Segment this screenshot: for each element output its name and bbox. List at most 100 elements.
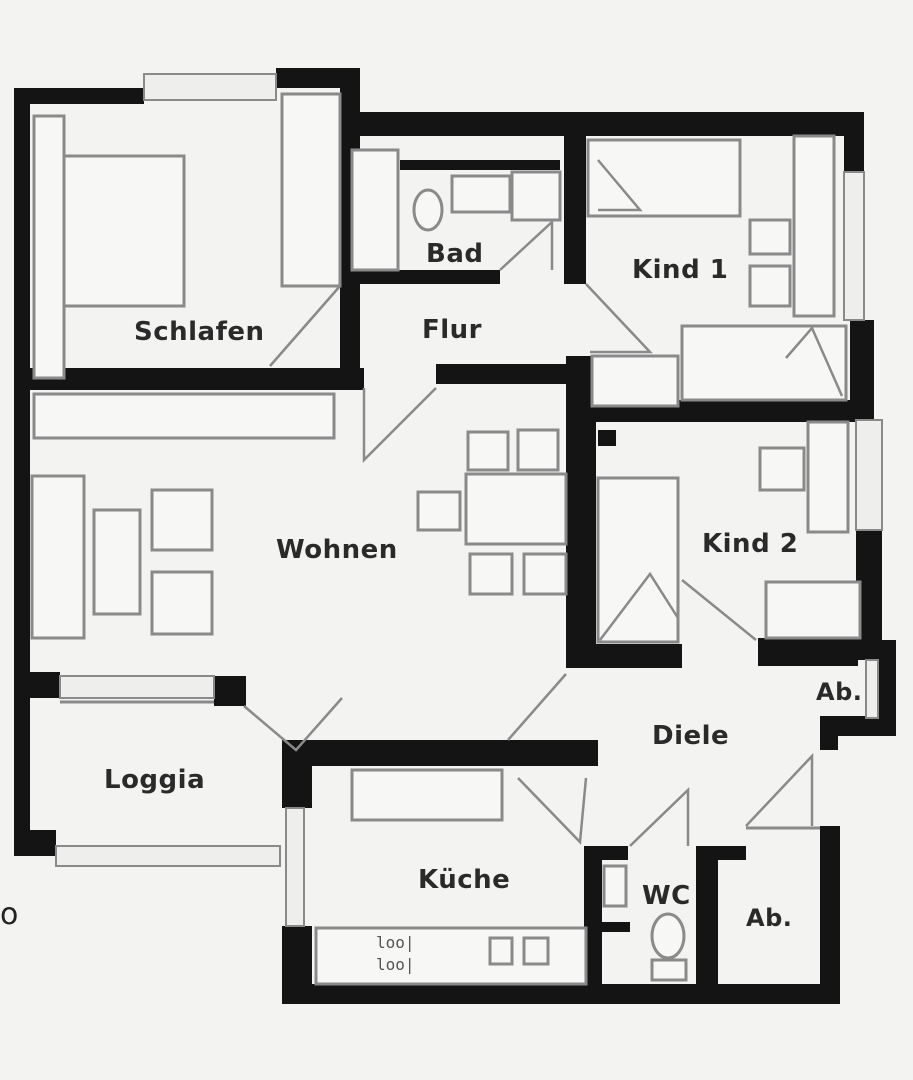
wall-wc-left [584, 846, 602, 1002]
bed-double [42, 154, 186, 308]
door-kind2-inner [599, 571, 680, 641]
door-kind1 [585, 283, 653, 354]
bathtub [350, 148, 400, 272]
wall-schlafen-wohnen [14, 368, 364, 390]
chair-kind2 [758, 446, 806, 492]
window-loggia-bottom [55, 845, 281, 867]
washer-bad [510, 170, 562, 222]
wall-schlafen-right [340, 68, 360, 388]
wall-right-top [844, 112, 864, 172]
wall-top-schlafen [276, 68, 360, 88]
room-label-ab1: Ab. [816, 678, 862, 706]
dining-chair-4 [468, 552, 514, 596]
wall-loggia-top-post [214, 676, 246, 706]
armchair-a [150, 488, 214, 552]
door-wohnen [362, 387, 437, 464]
wardrobe-kind2 [806, 420, 850, 534]
partitions [60, 700, 820, 830]
toilet-bad [412, 188, 444, 232]
dining-chair-2 [516, 428, 560, 472]
wall-left [14, 92, 30, 852]
door-wc [629, 787, 690, 847]
wall-wc-top-right [696, 846, 746, 860]
sink-bad [450, 174, 512, 214]
room-label-bad: Bad [426, 239, 483, 269]
door-kind1-bed [785, 325, 844, 397]
wall-wohnen-right [566, 356, 596, 668]
room-label-schlafen: Schlafen [134, 317, 265, 347]
wall-right-ab [876, 640, 896, 736]
wall-bottom [282, 984, 840, 1004]
wall-right-lower [820, 826, 840, 1002]
sink-kueche-b [522, 936, 550, 966]
wall-kind2-bottom-right [758, 638, 858, 666]
wall-bad-top [400, 160, 560, 170]
kitchen-counter-top [350, 768, 504, 822]
wall-kind2-stub [598, 430, 616, 446]
wall-wc-shelf [600, 922, 630, 932]
wall-top-right [340, 112, 860, 136]
window-kueche-left [285, 807, 305, 927]
coffee-table [92, 508, 142, 616]
stove-glyph-bottom: loo| [376, 955, 415, 974]
window-kind1-right [843, 171, 865, 321]
bed-kind1 [680, 324, 848, 402]
wall-top-left [14, 88, 144, 104]
stove-glyph-top: loo| [376, 933, 415, 952]
wall-kueche-top [282, 740, 598, 766]
window-loggia-top [59, 675, 215, 699]
shelf-kind1 [590, 354, 680, 408]
chair-kind1-b [748, 264, 792, 308]
room-label-wc: WC [642, 881, 691, 911]
toilet-wc [650, 912, 686, 960]
door-kind1-shelf [597, 159, 643, 212]
doors [243, 159, 844, 847]
walls [14, 68, 896, 1004]
sideboard-wohnen [32, 392, 336, 440]
wall-loggia-corner [14, 830, 56, 856]
wardrobe-kind1 [792, 134, 836, 318]
sink-wc [602, 864, 628, 908]
wall-bad-bottom [340, 270, 500, 284]
wall-ab-bottom [820, 716, 896, 736]
windows [55, 73, 883, 927]
room-label-diele: Diele [652, 721, 729, 751]
room-label-wohnen: Wohnen [276, 535, 398, 565]
wall-ab-stub [820, 716, 838, 750]
room-label-flur: Flur [422, 315, 482, 345]
wall-flur-wohnen [436, 364, 586, 384]
edge-mark: o [0, 897, 18, 932]
wall-kueche-left [282, 926, 312, 1004]
dining-chair-5 [522, 552, 568, 596]
wall-loggia-top-left [14, 672, 60, 698]
toilet-tank-wc [650, 958, 688, 982]
wall-wc-top [584, 846, 628, 860]
bed-kind2 [596, 476, 680, 644]
door-ab2 [745, 752, 814, 827]
wall-kind2-bottom-left [566, 644, 682, 668]
room-label-loggia: Loggia [104, 765, 205, 795]
dining-table [464, 472, 568, 546]
door-schlafen [269, 285, 341, 367]
door-bad [499, 219, 554, 271]
door-loggia [243, 697, 343, 752]
dining-chair-1 [466, 430, 510, 472]
room-label-ab2: Ab. [746, 904, 792, 932]
sink-kueche-a [488, 936, 514, 966]
room-label-kind2: Kind 2 [702, 529, 798, 559]
armchair-b [150, 570, 214, 636]
desk-kind2 [764, 580, 862, 640]
door-diele-wohnen [507, 673, 567, 741]
sofa-wohnen [30, 474, 86, 640]
room-label-kueche: Küche [418, 865, 510, 895]
wall-bad-right [564, 112, 586, 284]
window-ab-right [865, 659, 879, 719]
window-schlafen-top [143, 73, 277, 101]
dining-chair-3 [416, 490, 462, 532]
chair-kind1-a [748, 218, 792, 256]
wardrobe-schlafen [280, 92, 342, 288]
room-label-kind1: Kind 1 [632, 255, 728, 285]
window-kind2-right [855, 419, 883, 531]
door-kueche [517, 777, 588, 845]
